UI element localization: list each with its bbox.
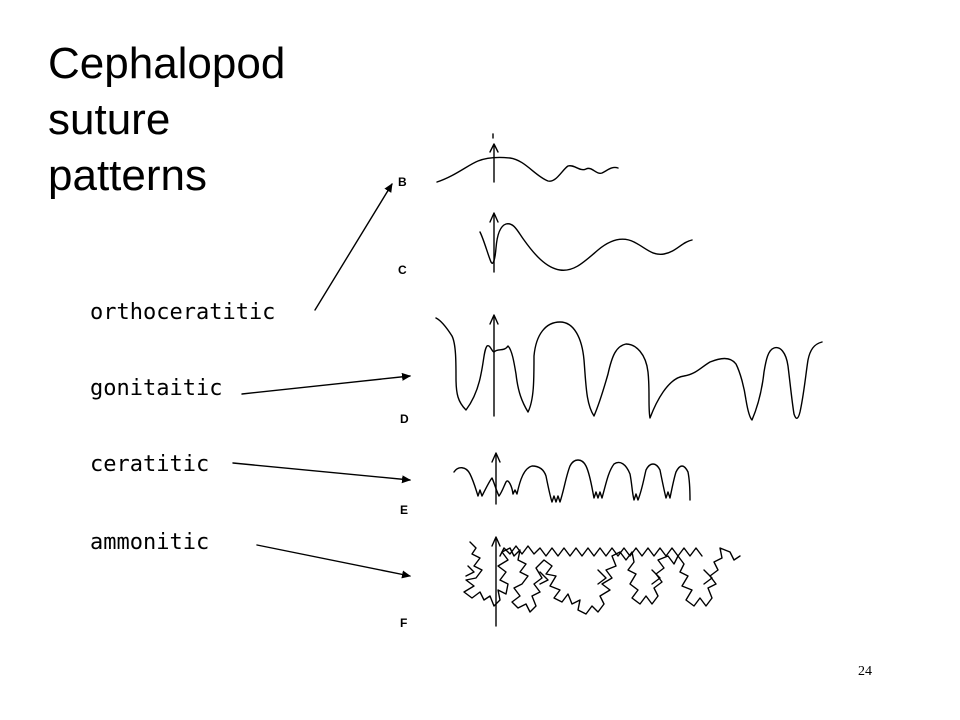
suture-b xyxy=(436,156,619,183)
title-line-3: patterns xyxy=(48,151,207,200)
suture-c xyxy=(479,223,693,271)
label-ammonitic: ammonitic xyxy=(90,530,210,555)
slide-title: Cephalopod suture patterns xyxy=(48,36,285,204)
title-line-1: Cephalopod xyxy=(48,39,286,88)
arrow-ammonitic xyxy=(256,544,411,579)
letter-f: F xyxy=(400,616,408,630)
arrow-gonitaitic xyxy=(241,372,411,395)
suture-d xyxy=(435,317,823,421)
arrow-orthoceratitic xyxy=(314,183,393,311)
letter-e: E xyxy=(400,503,409,517)
page-number: 24 xyxy=(858,664,872,679)
label-gonitaitic: gonitaitic xyxy=(90,376,223,401)
arrow-ceratitic xyxy=(232,462,411,484)
label-orthoceratitic: orthoceratitic xyxy=(90,300,276,325)
letter-b: B xyxy=(398,175,407,189)
suture-f xyxy=(463,541,741,615)
letter-c: C xyxy=(398,263,407,277)
letter-d: D xyxy=(400,412,409,426)
label-ceratitic: ceratitic xyxy=(90,452,210,477)
title-line-2: suture xyxy=(48,95,171,144)
suture-e xyxy=(453,459,691,503)
